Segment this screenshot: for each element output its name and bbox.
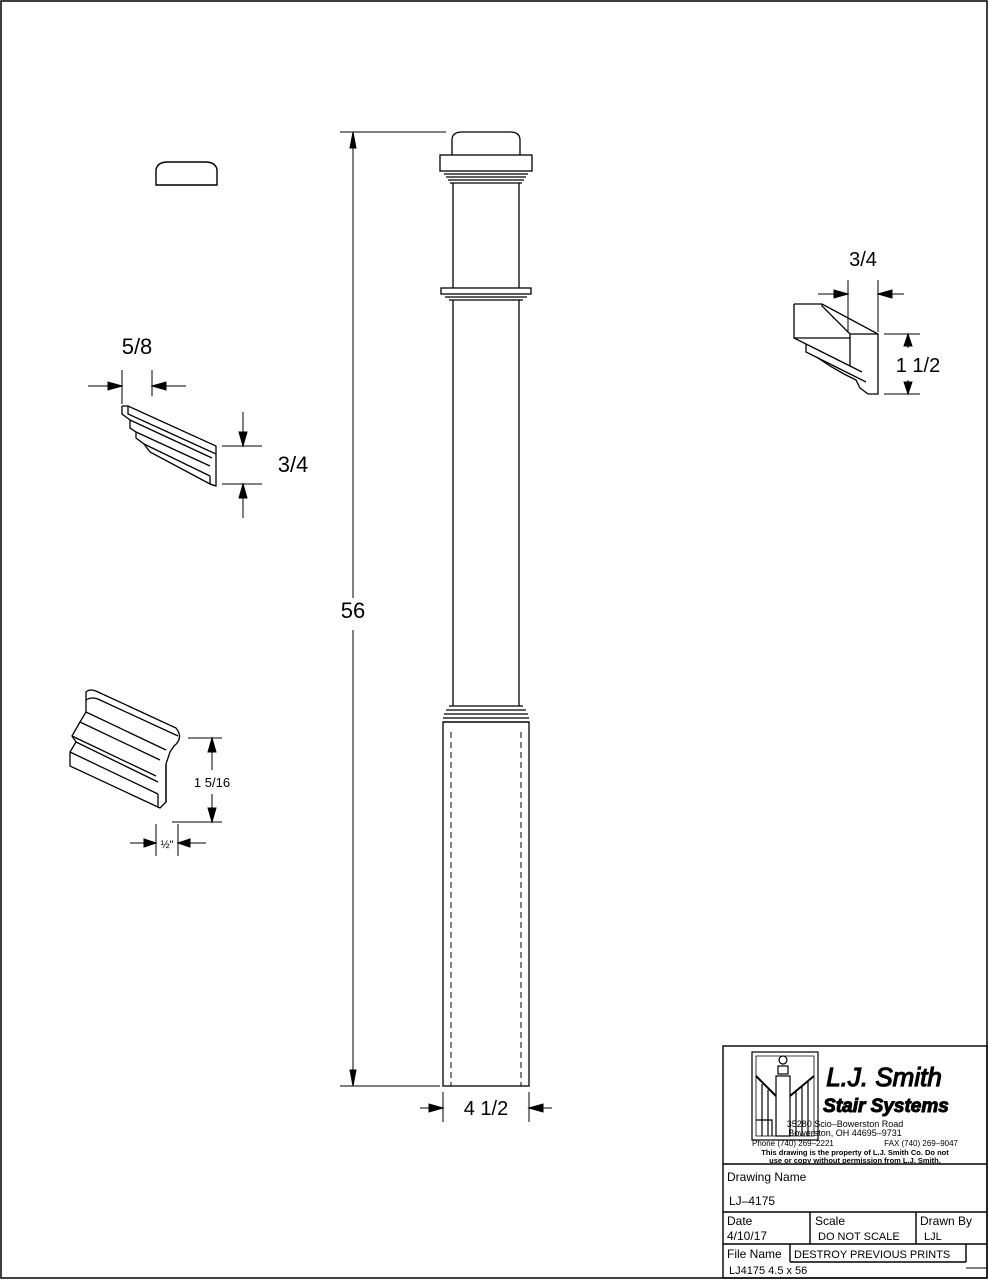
right-molding-detail <box>793 303 879 395</box>
base-molding-height-label: 1 5/16 <box>194 775 230 790</box>
file-name-notice: DESTROY PREVIOUS PRINTS <box>794 1249 950 1261</box>
date-label: Date <box>727 1214 753 1228</box>
logo-name: L.J. Smith <box>826 1062 942 1092</box>
right-molding-height-label: 1 1/2 <box>896 355 940 377</box>
left-molding-height-label: 3/4 <box>278 452 309 477</box>
drawn-by-label: Drawn By <box>920 1214 972 1228</box>
left-molding-width-dim <box>88 370 186 404</box>
drawn-by-value: LJL <box>924 1231 942 1243</box>
right-molding-height-dim <box>884 332 920 396</box>
date-value: 4/10/17 <box>727 1229 767 1243</box>
post-cap-detail <box>155 161 218 186</box>
right-molding-width-label: 3/4 <box>849 249 877 271</box>
file-name-label: File Name <box>727 1247 782 1261</box>
left-molding-height-dim <box>222 412 262 518</box>
address-line-2: Bowerston, OH 44695–9731 <box>788 1128 902 1138</box>
left-molding-width-label: 5/8 <box>122 334 153 359</box>
fax-number: FAX (740) 269–9047 <box>884 1139 958 1148</box>
phone-number: Phone (740) 269–2221 <box>752 1139 834 1148</box>
post-width-dimension <box>420 1092 552 1122</box>
scale-value: DO NOT SCALE <box>818 1231 900 1243</box>
base-molding-detail <box>69 689 181 809</box>
post-width-label: 4 1/2 <box>464 1098 508 1120</box>
newel-post <box>439 131 533 1087</box>
post-height-label: 56 <box>341 598 365 623</box>
address-line-1: 35280 Scio–Bowerston Road <box>787 1119 904 1129</box>
ownership-notice-1: This drawing is the property of L.J. Smi… <box>761 1148 949 1157</box>
logo-subtitle: Stair Systems <box>823 1096 949 1117</box>
base-molding-thickness-label: ½" <box>160 839 173 851</box>
post-height-dimension <box>340 131 446 1087</box>
right-molding-width-dim <box>818 280 904 332</box>
file-name-value: LJ4175 4.5 x 56 <box>729 1265 807 1277</box>
ownership-notice-2: use or copy without permission from L.J.… <box>769 1156 941 1165</box>
drawing-name-label: Drawing Name <box>727 1170 807 1184</box>
left-molding-detail <box>121 405 217 487</box>
scale-label: Scale <box>815 1214 845 1228</box>
base-molding-height-dim <box>172 736 222 824</box>
title-block <box>722 1045 988 1279</box>
base-molding-thickness-dim <box>130 824 206 856</box>
drawing-name-value: LJ–4175 <box>729 1194 775 1208</box>
logo-stair-icon <box>751 1051 819 1141</box>
